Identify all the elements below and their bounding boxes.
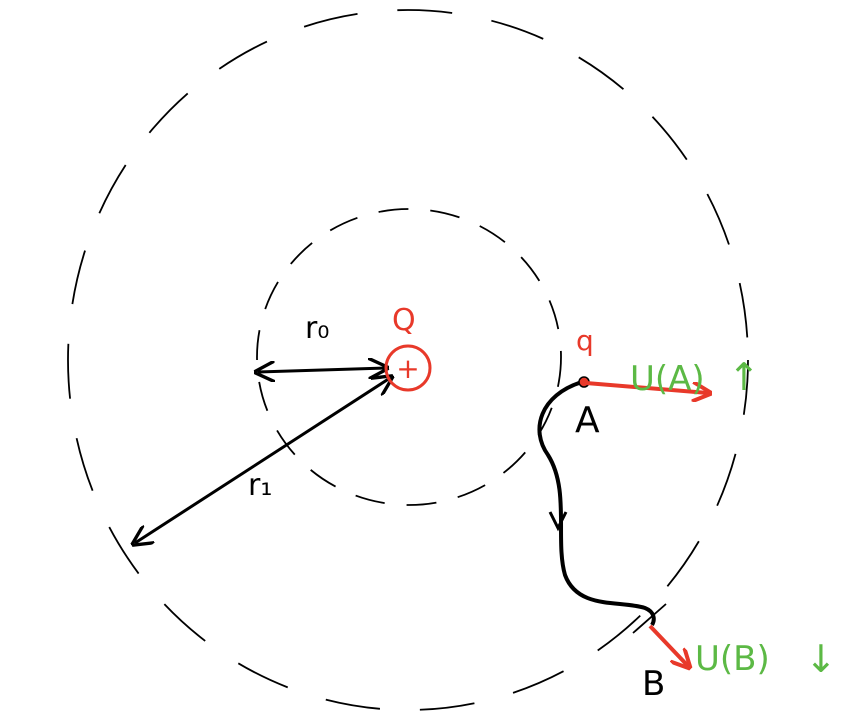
- potential-b-label: U(B): [695, 639, 770, 679]
- point-b-label: B: [642, 664, 665, 704]
- path-direction-arrow: [548, 511, 568, 532]
- test-charge-label: q: [576, 324, 594, 357]
- outer-equipotential-circle: [67, 9, 749, 711]
- outer-radius-arrow: [135, 378, 390, 543]
- source-charge-label: Q: [392, 303, 416, 338]
- b-crossing-mark: [632, 603, 667, 634]
- source-charge-sign: +: [396, 352, 419, 385]
- inner-radius-label: r₀: [305, 311, 329, 346]
- force-vector-b: [648, 624, 688, 666]
- force-vector-a: [585, 381, 708, 393]
- potential-a-increase-arrow-icon: ↑: [728, 355, 760, 399]
- source-charge-symbol: [384, 344, 432, 392]
- potential-a-label: U(A): [630, 359, 705, 399]
- point-a-label: A: [575, 400, 600, 441]
- inner-equipotential-circle: [256, 208, 562, 506]
- path-a-to-b: [537, 380, 656, 627]
- potential-b-decrease-arrow-icon: ↓: [805, 637, 837, 681]
- outer-radius-label: r₁: [248, 468, 272, 503]
- inner-radius-arrow: [258, 368, 385, 372]
